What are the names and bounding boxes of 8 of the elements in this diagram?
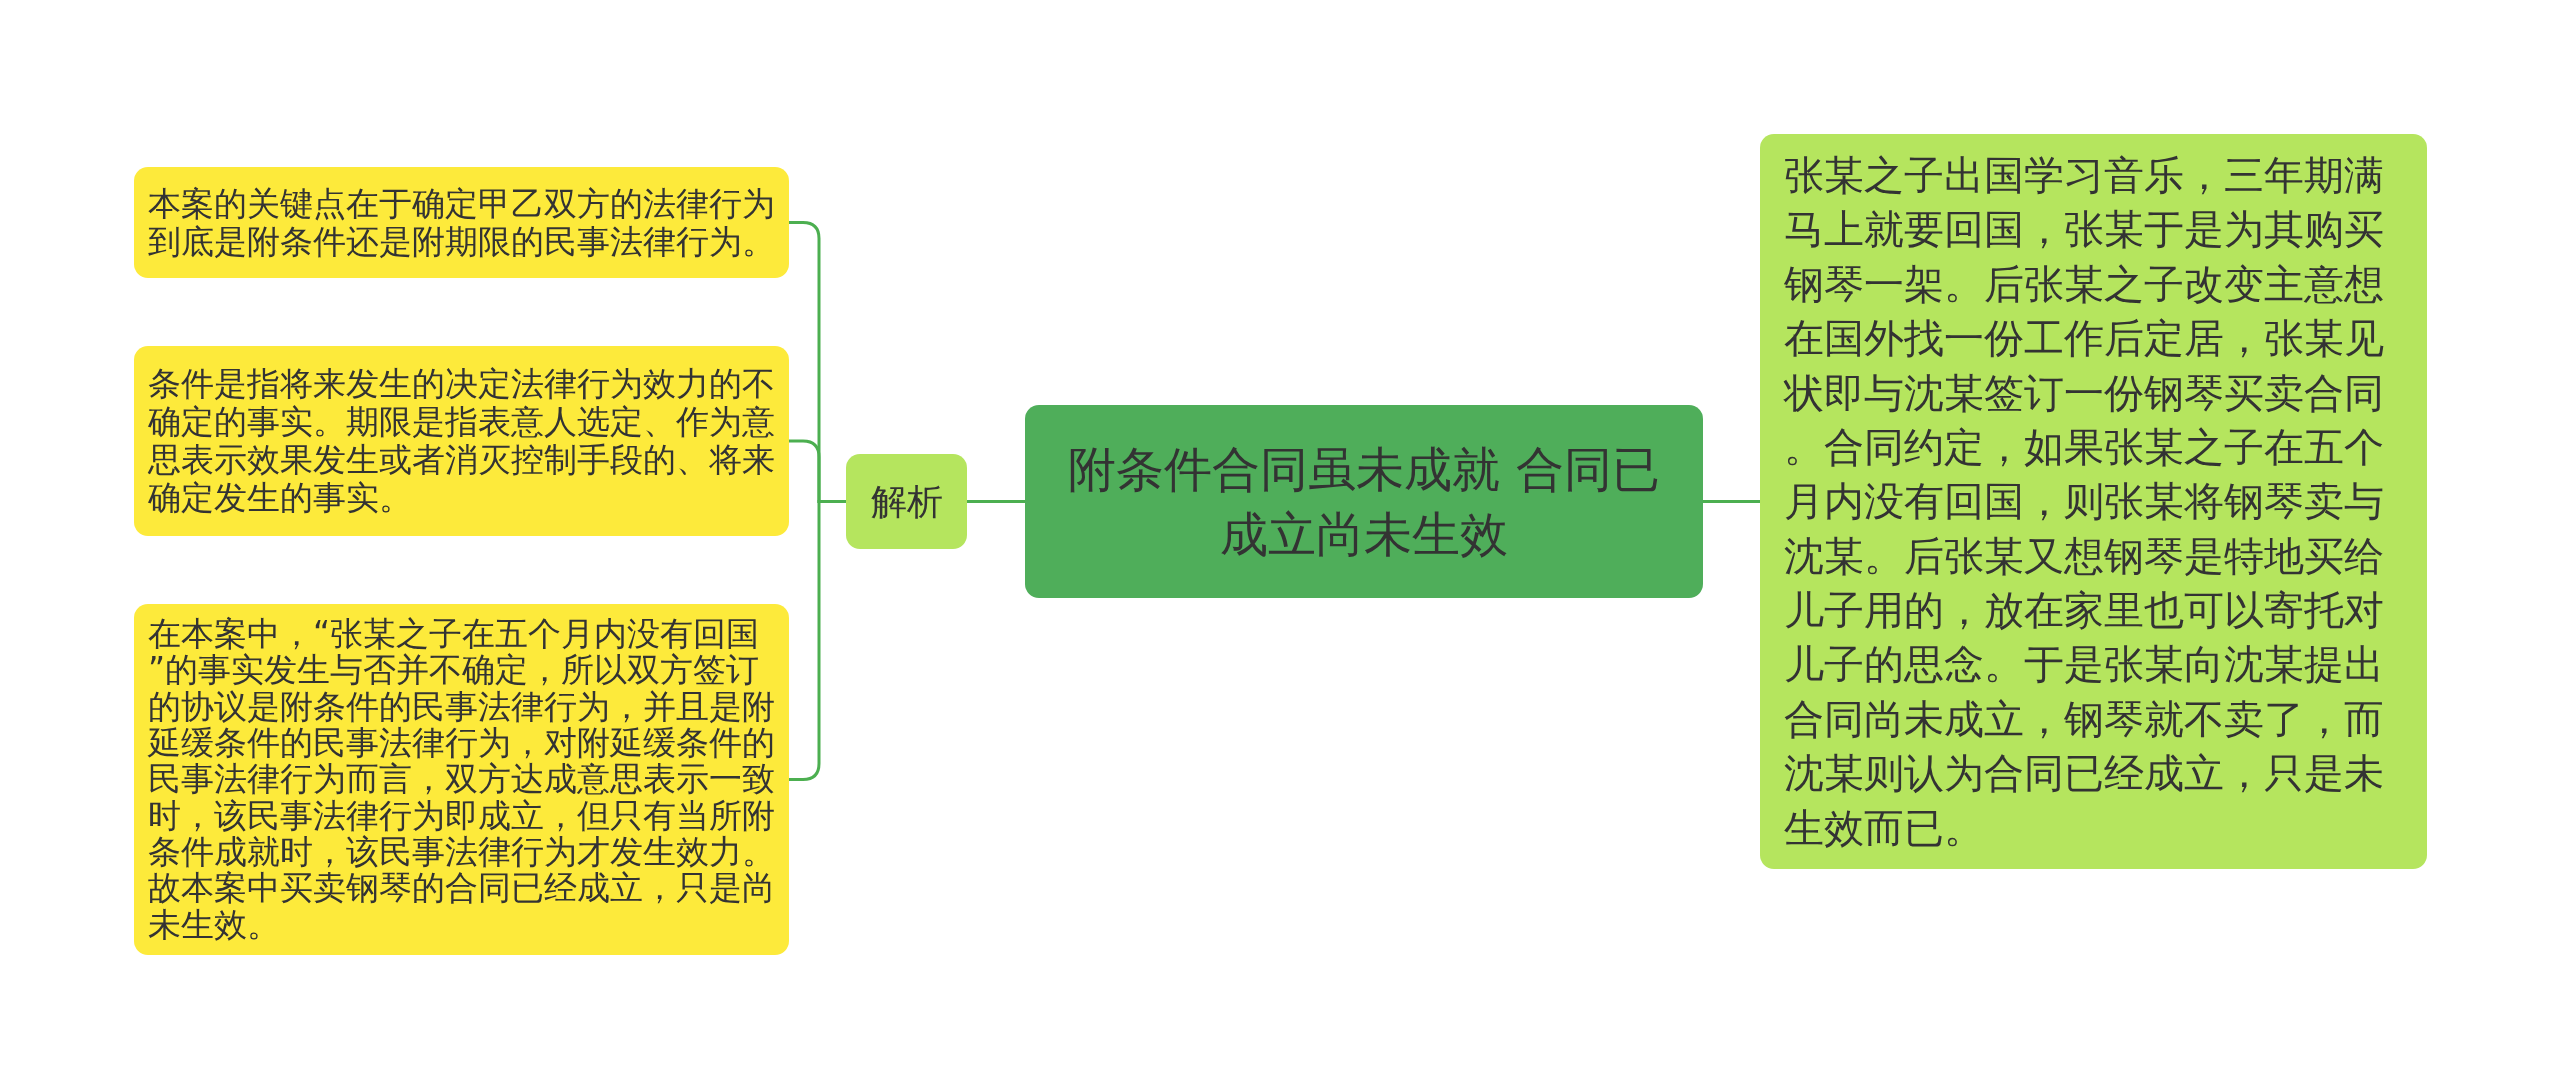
- branch-box: 解析: [846, 454, 967, 549]
- topic-box: 附条件合同虽未成就 合同已成立尚未生效: [1025, 405, 1703, 598]
- note-box: 本案的关键点在于确定甲乙双方的法律行为到底是附条件还是附期限的民事法律行为。: [134, 167, 789, 278]
- note-box: 张某之子出国学习音乐，三年期满马上就要回国，张某于是为其购买钢琴一架。后张某之子改变主意想在国外找一份工作后定居，张某见状即与沈某签订一份钢琴买卖合同。合同约定，如果张某之子在五个月内没有回国，则张某将钢琴卖与沈某。后张某又想钢琴是特地买给儿子用的，放在家里也可以寄托对儿子的思念。于是张某向沈某提出合同尚未成立，钢琴就不卖了，而沈某则认为合同已经成立，只是未生效而已。: [1760, 134, 2427, 869]
- note-box: 在本案中，“张某之子在五个月内没有回国”的事实发生与否并不确定，所以双方签订的协议是附条件的民事法律行为，并且是附延缓条件的民事法律行为，对附延缓条件的民事法律行为而言，双方达成意思表示一致时，该民事法律行为即成立，但只有当所附条件成就时，该民事法律行为才发生效力。故本案中买卖钢琴的合同已经成立，只是尚未生效。: [134, 604, 789, 955]
- connector-line: [1703, 500, 1760, 503]
- note-box: 条件是指将来发生的决定法律行为效力的不确定的事实。期限是指表意人选定、作为意思表示效果发生或者消灭控制手段的、将来确定发生的事实。: [134, 346, 789, 536]
- connector-line: [967, 500, 1025, 503]
